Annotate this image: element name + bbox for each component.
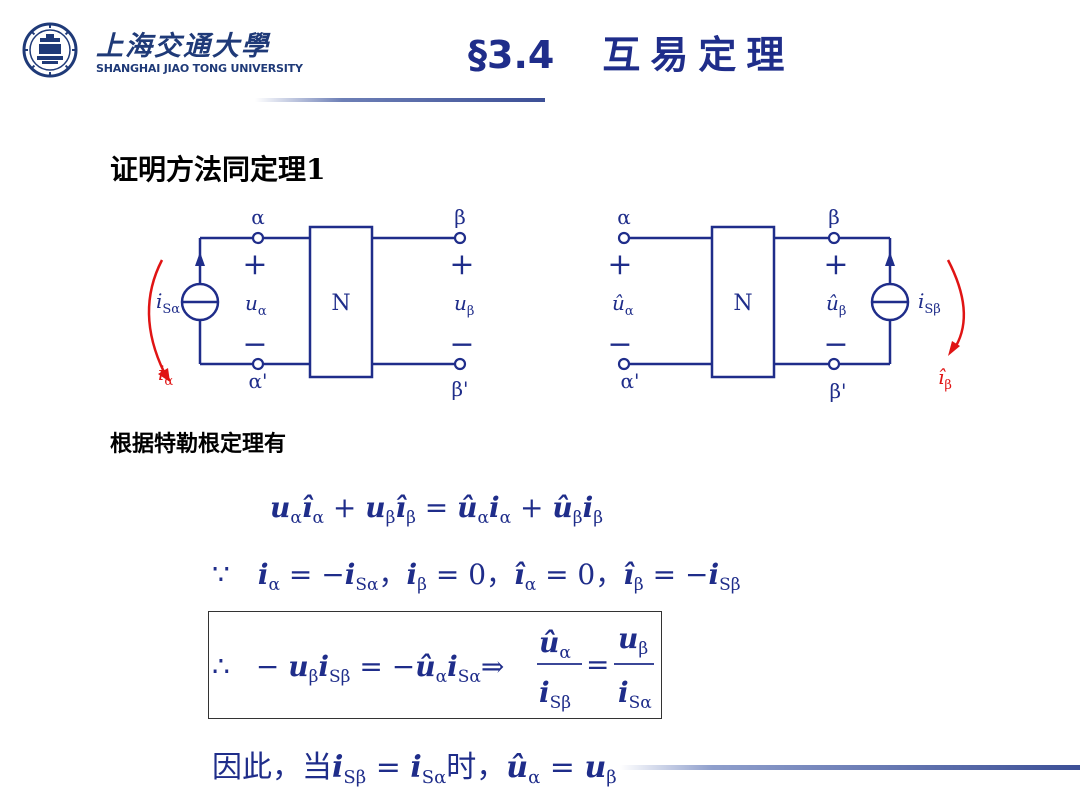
node-beta-prime-label: β' — [451, 377, 468, 401]
svg-text:uβ: uβ — [618, 622, 648, 659]
current-source-label: iSα — [156, 289, 180, 317]
university-seal-icon — [22, 22, 78, 78]
node-alpha-prime-label: α' — [248, 369, 267, 393]
tellegen-theorem-text: 根据特勒根定理有 — [110, 431, 287, 457]
known-conditions-equation: ∵iα = −iSα，iβ = 0，îα = 0，îβ = −iSβ — [212, 558, 741, 595]
svg-text:∴− uβiSβ = −ûαiSα⇒: ∴− uβiSβ = −ûαiSα⇒ — [212, 650, 504, 687]
u-alpha-plus: + — [607, 247, 632, 282]
node-alpha-label: α — [617, 205, 631, 229]
tellegen-equation: uαîα + uβîβ = ûαiα + ûβiβ — [270, 491, 603, 528]
current-i-hat-beta-label: îβ — [938, 365, 952, 393]
svg-text:因此，当iSβ = iSα时，ûα = uβ: 因此，当iSβ = iSα时，ûα = uβ — [212, 750, 617, 788]
svg-text:ûα: ûα — [539, 626, 571, 663]
u-beta-plus: + — [449, 247, 474, 282]
circuit-diagram-left: α β α' β' + + − − N uα uβ iSα iα — [147, 205, 475, 401]
network-label: N — [331, 291, 350, 316]
voltage-u-alpha-label: uα — [245, 291, 267, 319]
node-beta-label: β — [454, 205, 466, 229]
node-beta-label: β — [828, 205, 840, 229]
node-alpha-prime-label: α' — [620, 369, 639, 393]
u-beta-plus: + — [823, 247, 848, 282]
svg-text:iSβ: iSβ — [539, 676, 571, 713]
voltage-u-hat-alpha-label: ûα — [612, 291, 634, 319]
u-alpha-minus: − — [242, 327, 267, 362]
network-label: N — [733, 291, 752, 316]
current-source-label: iSβ — [918, 289, 941, 317]
voltage-u-hat-beta-label: ûβ — [826, 291, 846, 319]
university-name-cn: 上海交通大學 — [96, 31, 270, 62]
result-equation-box — [208, 611, 662, 719]
university-logo: 上海交通大學 SHANGHAI JIAO TONG UNIVERSITY — [22, 22, 303, 86]
current-i-alpha-label: iα — [158, 361, 173, 389]
voltage-u-beta-label: uβ — [454, 291, 474, 319]
proof-method-text: 证明方法同定理1 — [110, 153, 326, 186]
node-alpha-label: α — [251, 205, 265, 229]
circuit-diagram-right: α β α' β' + + − − N ûα ûβ iSβ îβ — [607, 205, 966, 403]
university-name-en: SHANGHAI JIAO TONG UNIVERSITY — [96, 62, 303, 75]
svg-text:uαîα + uβîβ = ûαiα + ûβiβ: uαîα + uβîβ = ûαiα + ûβiβ — [270, 491, 603, 528]
section-number: §3.4 — [468, 33, 555, 77]
u-beta-minus: − — [823, 327, 848, 362]
svg-text:iSα: iSα — [618, 676, 652, 713]
u-alpha-plus: + — [242, 247, 267, 282]
footer-divider — [620, 765, 1080, 770]
result-equation: ∴− uβiSβ = −ûαiSα⇒ ûα iSβ = uβ iSα — [212, 622, 654, 713]
header-divider — [255, 98, 545, 102]
section-name: 互易定理 — [602, 33, 795, 77]
node-beta-prime-label: β' — [829, 379, 846, 403]
u-beta-minus: − — [449, 327, 474, 362]
slide-title: §3.4 互易定理 — [468, 24, 794, 79]
svg-text:=: = — [586, 648, 609, 681]
conclusion-equation: 因此，当iSβ = iSα时，ûα = uβ — [212, 750, 617, 788]
svg-text:∵iα = −iSα，iβ = 0，îα = 0，îβ =: ∵iα = −iSα，iβ = 0，îα = 0，îβ = −iSβ — [212, 558, 741, 595]
u-alpha-minus: − — [607, 327, 632, 362]
